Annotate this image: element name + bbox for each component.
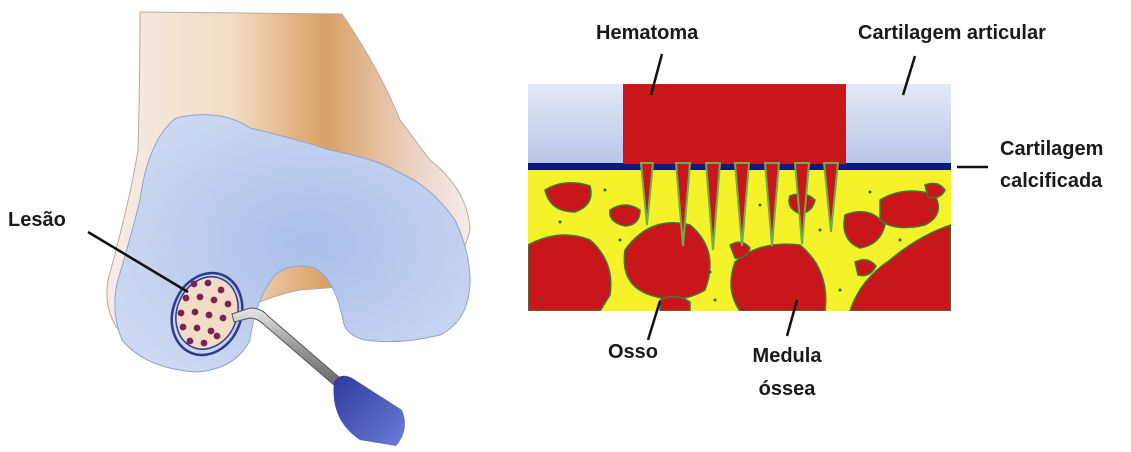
label-cartilagem-calcificada-line1: Cartilagem [1000,136,1103,162]
label-cartilagem-articular: Cartilagem articular [858,20,1046,46]
label-lesao: Lesão [8,207,66,233]
cross-section [528,84,951,311]
label-osso: Osso [608,339,658,365]
label-cartilagem-calcificada-line2: calcificada [1000,168,1102,194]
label-medula-line1: Medula [742,343,832,369]
label-hematoma: Hematoma [596,20,698,46]
awl-handle-tip [334,376,405,446]
femur-illustration [107,12,470,446]
label-medula-line2: óssea [742,376,832,402]
hematoma [623,84,846,164]
